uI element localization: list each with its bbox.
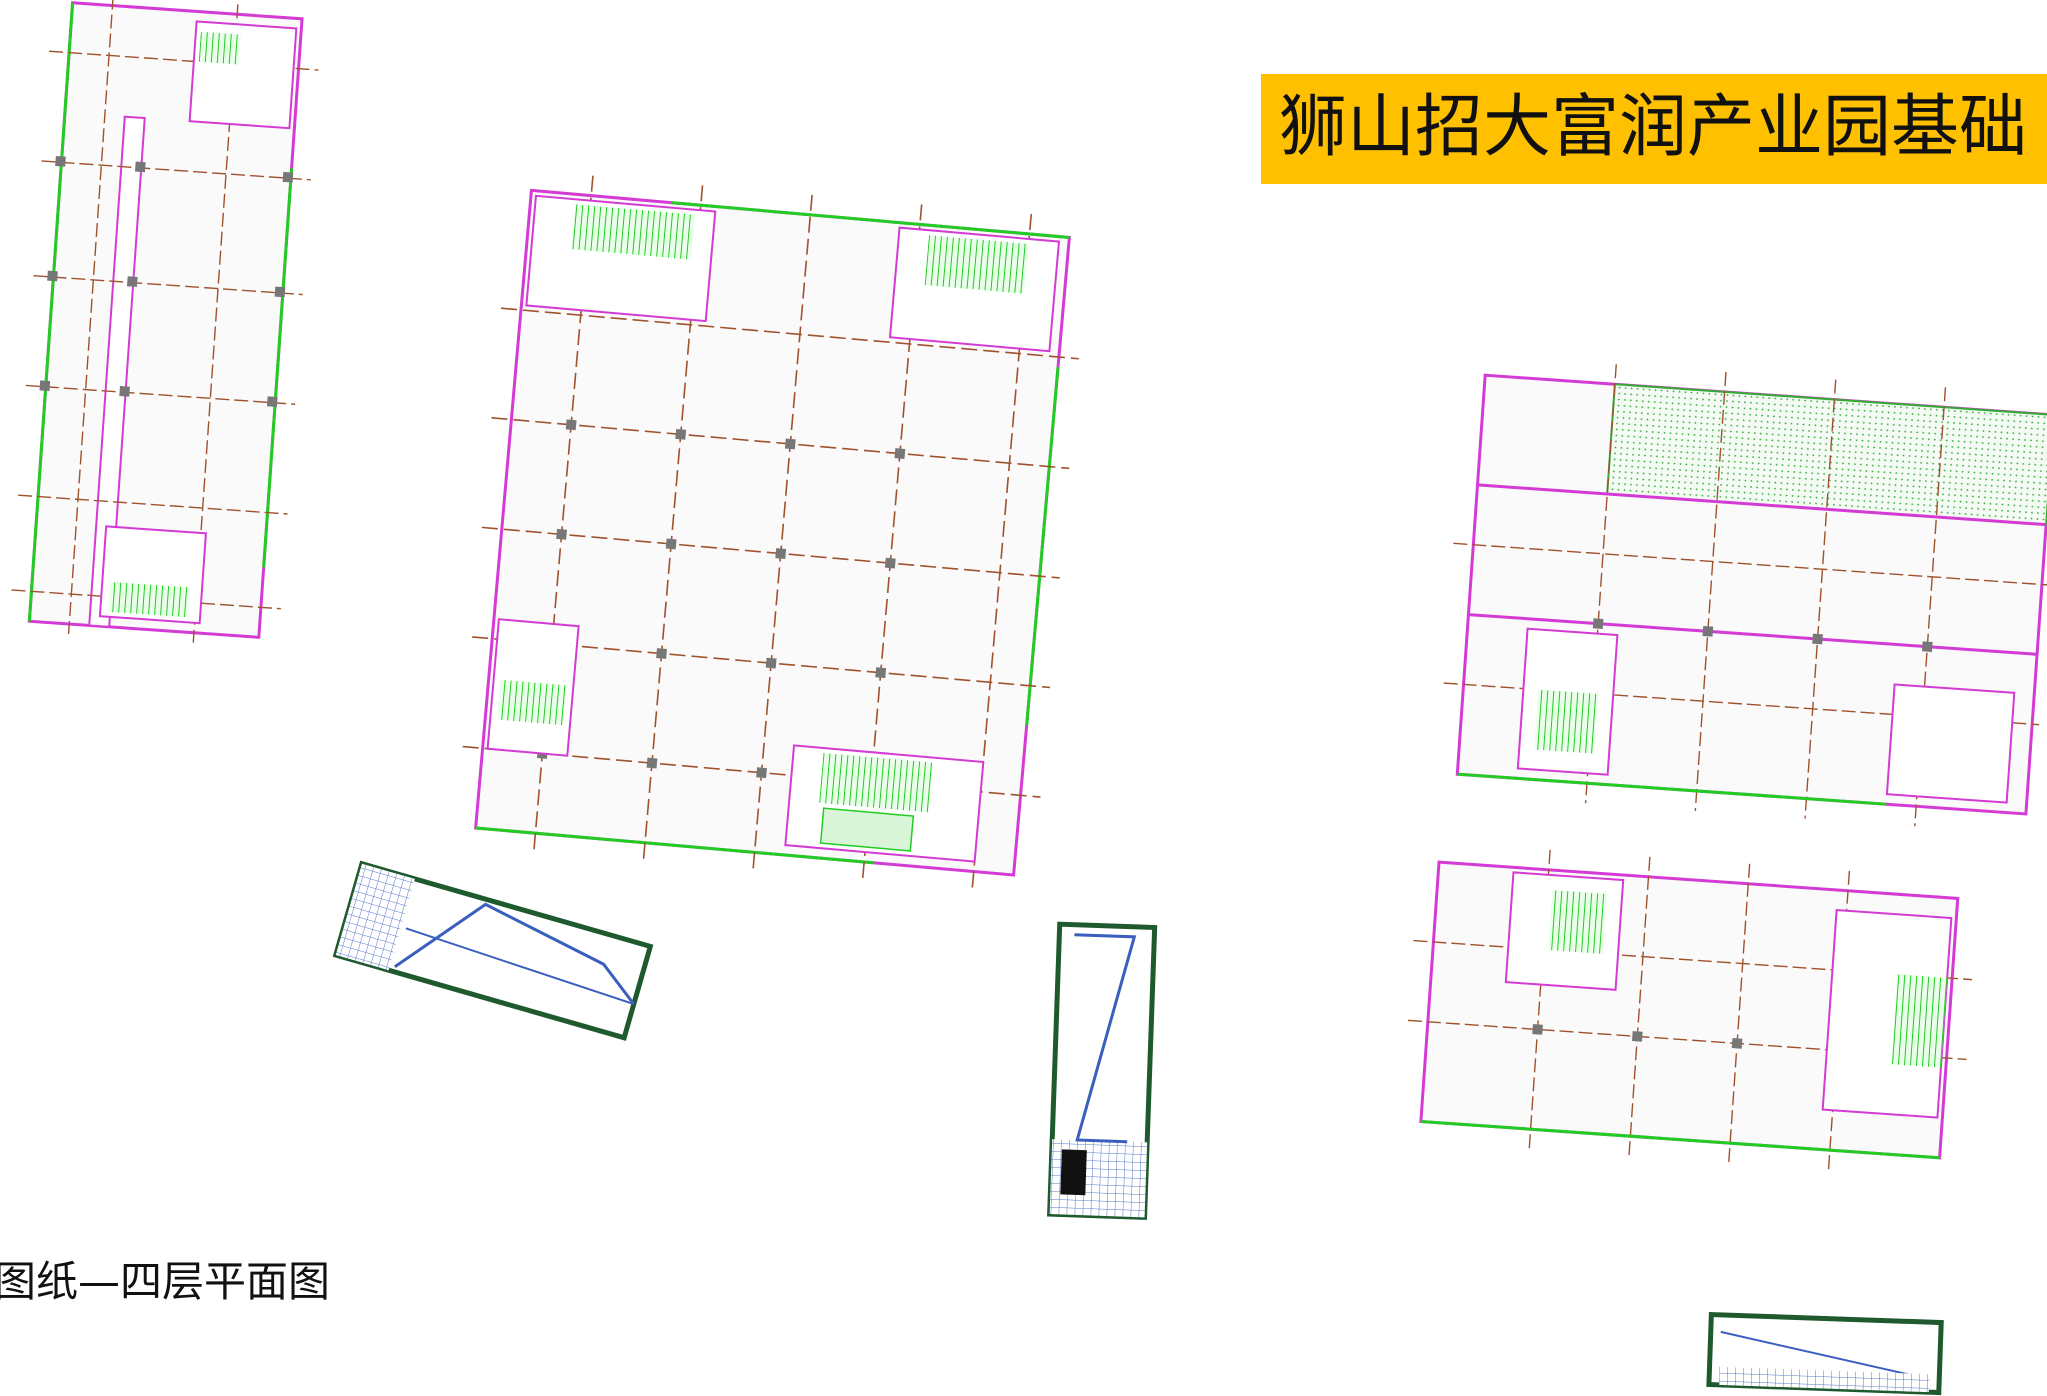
plan-fragment-bridge-vertical: [1047, 921, 1158, 1220]
title-banner: 狮山招大富润产业园基础: [1261, 74, 2047, 184]
page-title: 狮山招大富润产业园基础: [1279, 88, 2028, 167]
plan-fragment-bottom-right: [1706, 1311, 1944, 1396]
floor-plan-right-upper: [1443, 364, 2047, 827]
floor-plan-right-lower: [1407, 849, 1973, 1171]
floor-plan-main-square: [462, 175, 1079, 892]
floor-plan-narrow-strip: [11, 0, 319, 643]
drawing-subtitle: 图纸—四层平面图: [0, 1257, 331, 1306]
plan-fragment-bridge-left: [332, 860, 654, 1041]
